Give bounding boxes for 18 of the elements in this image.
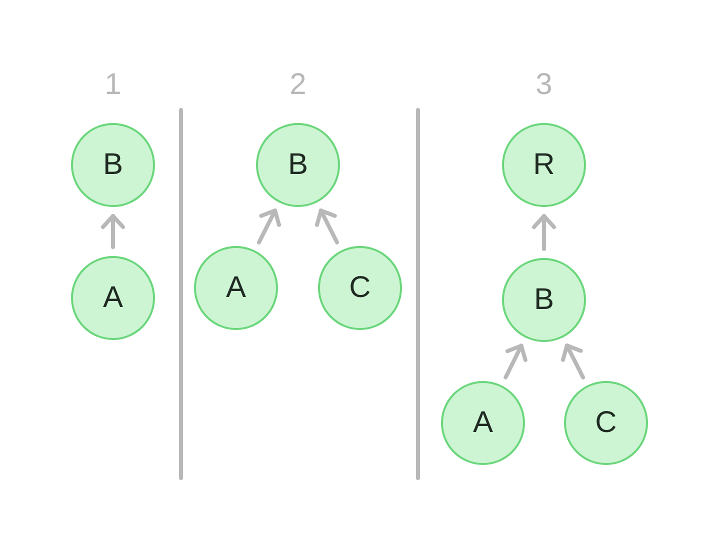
arrow: [532, 214, 556, 251]
node-label: A: [102, 281, 123, 315]
arrow: [314, 208, 340, 244]
node-label: C: [349, 271, 371, 305]
node-label: B: [102, 148, 123, 182]
node-label: A: [226, 271, 246, 305]
arrow: [504, 344, 528, 380]
node-label: B: [534, 283, 554, 317]
step-number: 1: [104, 68, 122, 102]
node-label: B: [288, 148, 308, 182]
node-label: A: [472, 406, 493, 440]
node-label: R: [533, 148, 555, 182]
arrow: [256, 208, 282, 244]
arrow: [101, 214, 125, 249]
arrow: [560, 344, 586, 380]
step-number: 2: [290, 68, 306, 102]
step-number: 3: [536, 68, 552, 102]
node-label: C: [595, 406, 617, 440]
